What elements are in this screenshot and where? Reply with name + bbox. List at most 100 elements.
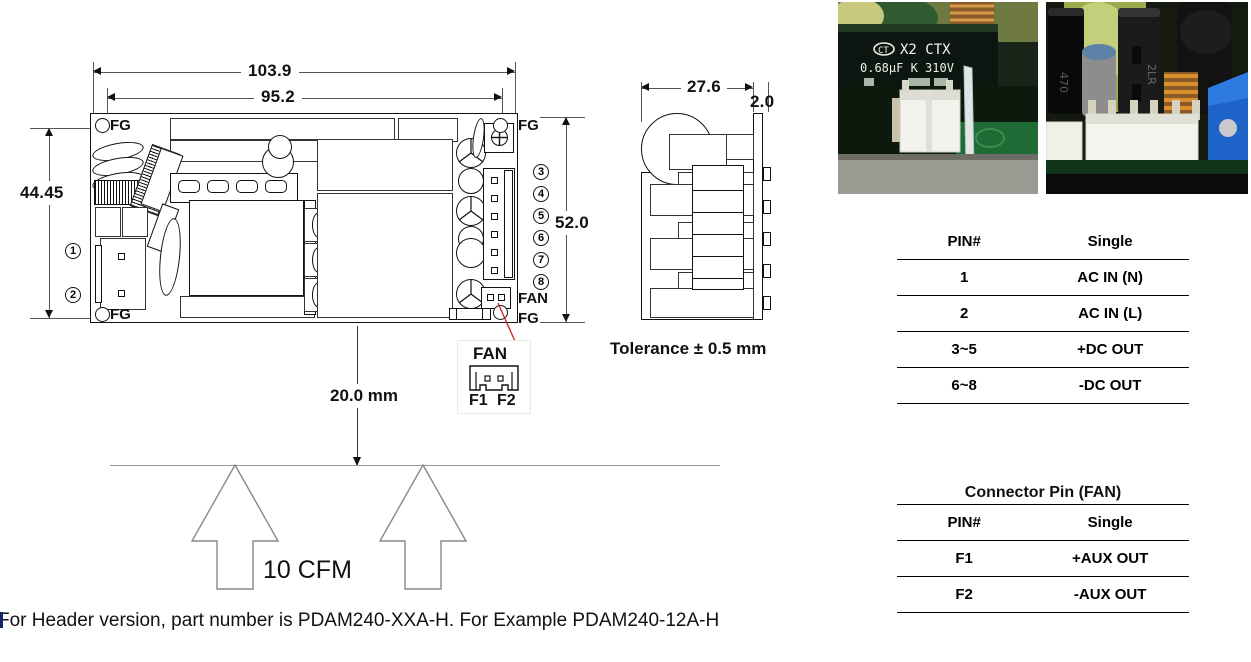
dim-arrow-right-103: [507, 67, 515, 75]
table-row: 3~5 +DC OUT: [897, 331, 1189, 368]
fan-pin-f2-label: F2: [497, 392, 516, 409]
ext-line-left-inner: [107, 88, 108, 128]
component-large-cap-4: [456, 238, 486, 268]
table-fan-title: Connector Pin (FAN): [964, 484, 1122, 501]
side-stack-line-2: [692, 212, 744, 213]
table-main-body: PIN# Single 1 AC IN (N) 2 AC IN (L) 3~5 …: [897, 224, 1189, 404]
table-main-r2-c0: 3~5: [897, 331, 1032, 368]
table-main-header-pin: PIN#: [897, 224, 1032, 260]
terminal-pin-8: [491, 267, 498, 274]
dim-arrow-bot-52: [562, 314, 570, 322]
dim-arrow-bot-4445: [45, 310, 53, 318]
component-slot-1: [178, 180, 200, 193]
table-fan-header-pin: PIN#: [897, 505, 1032, 541]
component-small-box-2: [122, 207, 148, 237]
side-faceplate: [753, 113, 763, 320]
table-main-r1-c1: AC IN (L): [1031, 295, 1189, 332]
side-stack-line-1: [692, 190, 744, 191]
side-slab-1b: [669, 134, 727, 170]
ext-line-left-outer: [93, 62, 94, 122]
side-ext-mid: [753, 82, 754, 112]
ext-line-bot-4445: [30, 318, 95, 319]
side-dim-label-276: 27.6: [681, 77, 727, 97]
fg-hole-bottom-left: [95, 307, 110, 322]
table-fan-r0-c0: F1: [897, 540, 1032, 577]
component-fuse: [449, 308, 491, 320]
side-stack-line-3: [692, 234, 744, 235]
terminal-pin-5: [491, 213, 498, 220]
side-tab-3: [763, 232, 771, 246]
dim-arrow-right-95: [494, 93, 502, 101]
component-right-block-lower: [317, 193, 453, 318]
table-main-r2-c1: +DC OUT: [1031, 331, 1189, 368]
component-circle-center-2: [268, 135, 292, 159]
component-small-box-1: [95, 207, 121, 237]
pin-bubble-5: 5: [533, 208, 549, 224]
component-right-block-upper: [317, 139, 453, 191]
pin-bubble-1: 1: [65, 243, 81, 259]
pin-bubble-8: 8: [533, 274, 549, 290]
table-fan-body: PIN# Single F1 +AUX OUT F2 -AUX OUT: [897, 505, 1189, 613]
component-slot-2: [207, 180, 229, 193]
cap-mark-2: [458, 197, 484, 221]
airflow-label: 10 CFM: [263, 556, 352, 584]
pin-bubble-6: 6: [533, 230, 549, 246]
pcb-photo-ac-input-render: CT X2 CTX 0.68µF K 310V: [838, 2, 1038, 194]
dim-line-95: [107, 98, 502, 99]
component-large-cap-plain-1: [458, 168, 484, 194]
fan-connector-icon: [469, 365, 519, 391]
table-row: F1 +AUX OUT: [897, 540, 1189, 577]
side-connector-stack: [692, 165, 744, 290]
component-fuse-div-2: [482, 308, 483, 320]
fg-label-bottom-left: FG: [110, 306, 131, 323]
table-fan-r1-c1: -AUX OUT: [1031, 576, 1189, 613]
terminal-pin-4: [491, 195, 498, 202]
dim-arrow-left-103: [93, 67, 101, 75]
dim-arrow-top-52: [562, 117, 570, 125]
component-fuse-div-1: [456, 308, 457, 320]
fan-detail-title: FAN: [473, 344, 507, 363]
side-ext-left: [641, 82, 642, 122]
airflow-baseline: [110, 465, 720, 466]
table-fan-header-row: PIN# Single: [897, 505, 1189, 541]
svg-text:2LR: 2LR: [1145, 64, 1158, 85]
fan-pin-f1-label: F1: [469, 392, 488, 409]
ext-line-top-4445: [30, 128, 95, 129]
pin-bubble-2: 2: [65, 287, 81, 303]
clearance-dim-arrow: [353, 457, 361, 466]
side-stack-line-4: [692, 256, 744, 257]
table-fan-r0-c1: +AUX OUT: [1031, 540, 1189, 577]
side-dim-arrow-left: [641, 83, 649, 91]
dim-line-4445: [49, 128, 50, 318]
component-main-transformer-base: [180, 296, 315, 318]
svg-text:470: 470: [1057, 72, 1070, 93]
table-main-r0-c0: 1: [897, 259, 1032, 296]
clearance-label: 20.0 mm: [325, 384, 404, 408]
terminal-pin-6: [491, 231, 498, 238]
tolerance-note: Tolerance ± 0.5 mm: [610, 339, 767, 358]
table-main-r3-c0: 6~8: [897, 367, 1032, 404]
pin-bubble-7: 7: [533, 252, 549, 268]
component-connector-left: [100, 238, 146, 310]
pin-bubble-4: 4: [533, 186, 549, 202]
footnote-marker: [0, 612, 3, 628]
terminal-pin-7: [491, 249, 498, 256]
side-dim-label-20: 2.0: [750, 92, 775, 111]
pin-bubble-3: 3: [533, 164, 549, 180]
ext-line-right-inner: [502, 88, 503, 128]
table-connector-pin-fan: PIN# Single F1 +AUX OUT F2 -AUX OUT: [897, 505, 1189, 613]
side-stack-line-5: [692, 278, 744, 279]
fg-label-top-right: FG: [518, 117, 539, 134]
pcb-photo-dc-output-render: 470 2LR: [1046, 2, 1248, 194]
side-tab-1: [763, 167, 771, 181]
dim-arrow-left-95: [107, 93, 115, 101]
fan-pin-f2-dot: [498, 294, 505, 301]
table-fan-r1-c0: F2: [897, 576, 1032, 613]
side-ext-right: [768, 82, 769, 112]
fg-hole-top-left: [95, 118, 110, 133]
side-tab-4: [763, 264, 771, 278]
airflow-arrow-left-icon: [190, 463, 280, 590]
table-main-r1-c0: 2: [897, 295, 1032, 332]
side-slab-7: [650, 288, 754, 318]
table-connector-pin-main: PIN# Single 1 AC IN (N) 2 AC IN (L) 3~5 …: [897, 224, 1189, 404]
